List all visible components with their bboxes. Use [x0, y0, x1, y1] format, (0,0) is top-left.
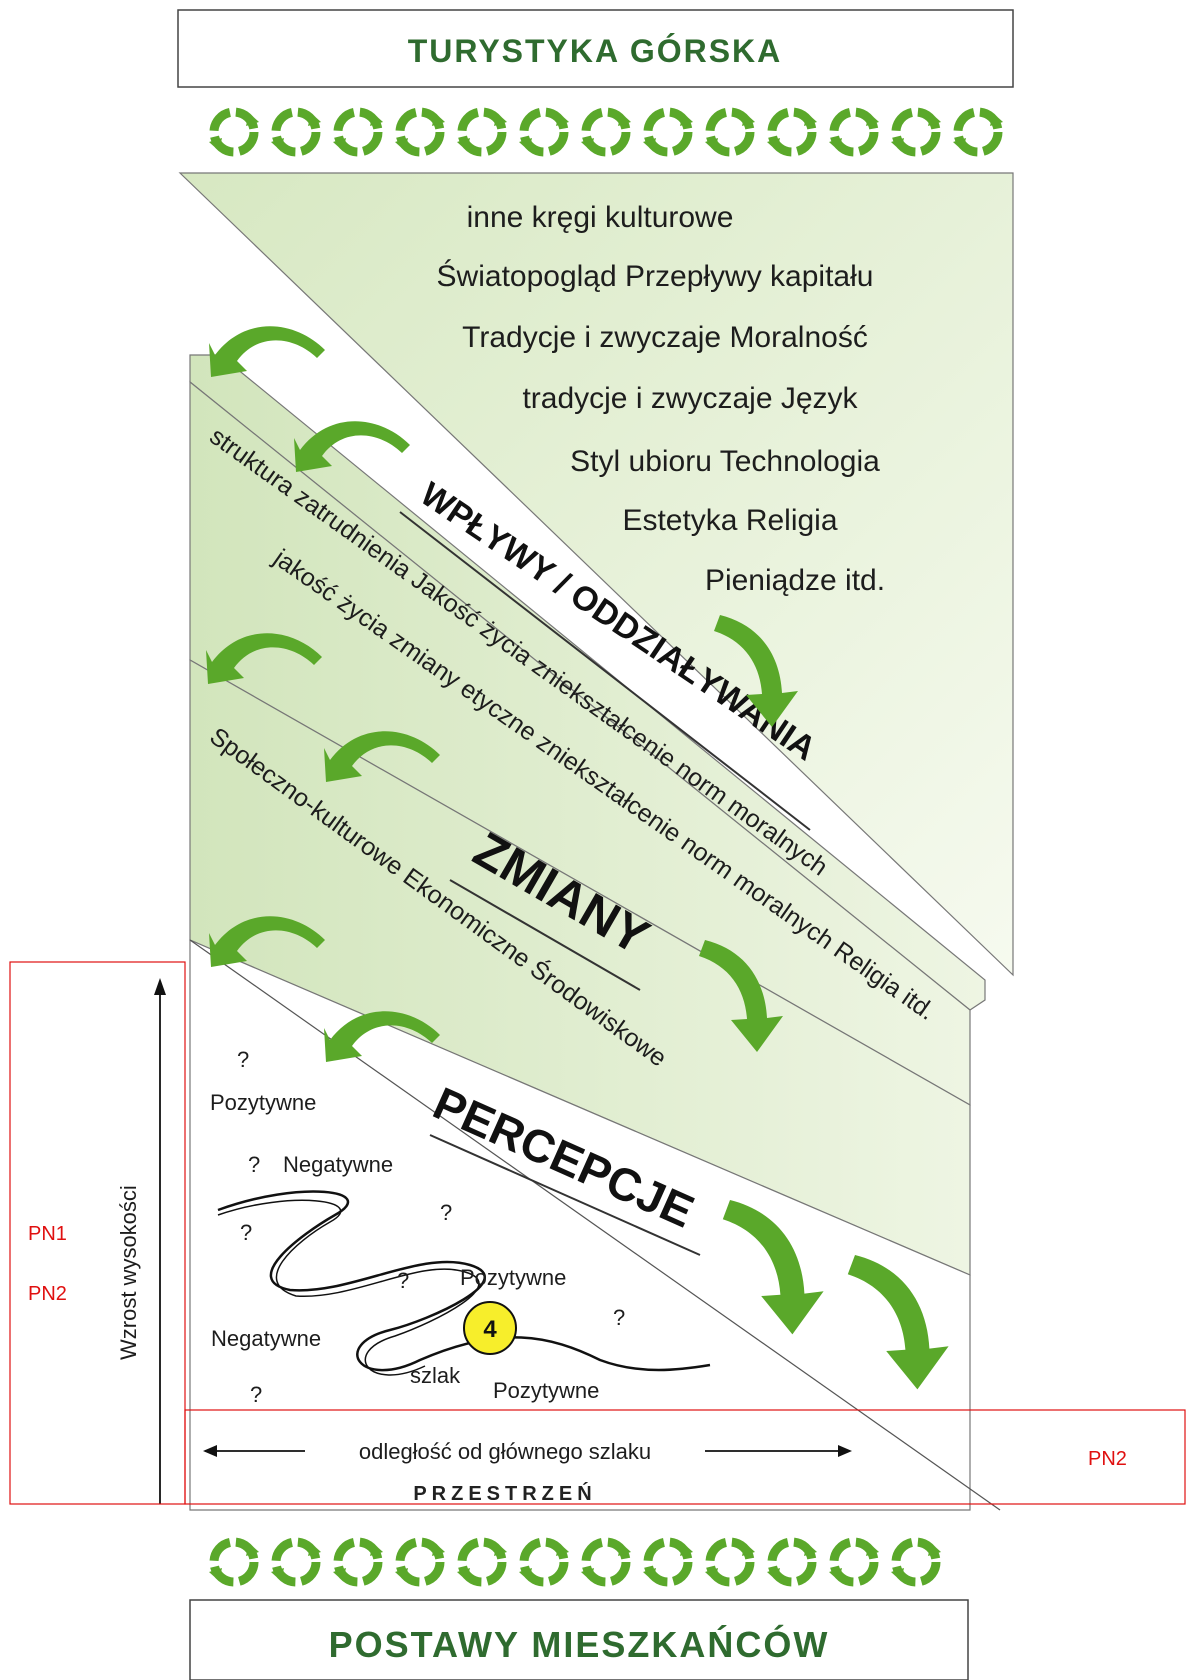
annotation-box-bottom [184, 1409, 1186, 1505]
culture-panel [178, 172, 1014, 977]
question-mark: ? [250, 1382, 262, 1407]
culture-item: Styl ubioru Technologia [570, 445, 880, 478]
question-mark: ? [440, 1200, 452, 1225]
culture-item: Estetyka Religia [622, 504, 837, 537]
recycle-icon [519, 112, 569, 152]
arrow-left-icon [203, 1445, 217, 1457]
bottom-title-box [189, 1599, 969, 1680]
annotation-pn1: PN1 [28, 1223, 67, 1245]
trail-label: szlak [410, 1363, 461, 1388]
culture-item: Tradycje i zwyczaje Moralność [462, 321, 868, 354]
trail-sketch-shadow [217, 1199, 480, 1376]
recycle-icon [271, 1542, 321, 1582]
recycle-icon [953, 112, 1003, 152]
recycle-icon [457, 1542, 507, 1582]
recycle-icon [209, 1542, 259, 1582]
recycle-icon [333, 112, 383, 152]
recycle-row-bottom [209, 1542, 941, 1582]
recycle-icon [519, 1542, 569, 1582]
recycle-icon [767, 112, 817, 152]
question-mark: ? [613, 1305, 625, 1330]
culture-item: tradycje i zwyczaje Język [522, 382, 858, 415]
recycle-icon [891, 112, 941, 152]
top-title: TURYSTYKA GÓRSKA [408, 33, 783, 69]
recycle-row-top [209, 112, 1003, 152]
culture-item: Światopogląd Przepływy kapitału [437, 259, 874, 293]
question-mark: ? [397, 1268, 409, 1293]
annotation-pn2: PN2 [1088, 1448, 1127, 1470]
curved-arrow-icon [209, 326, 325, 377]
annotation-pn2: PN2 [28, 1283, 67, 1305]
arrow-up-icon [154, 978, 166, 995]
perception-area [189, 939, 971, 1511]
perception-label: Pozytywne [493, 1378, 599, 1403]
marker-circle [463, 1301, 517, 1355]
perception-labels: ? Pozytywne ? Negatywne ? ? ? Pozytywne … [210, 1047, 625, 1407]
annotation-box-left [9, 961, 186, 1505]
recycle-icon [271, 112, 321, 152]
perception-label: Pozytywne [460, 1265, 566, 1290]
zmiany-underline [449, 879, 641, 991]
perception-label: Negatywne [211, 1326, 321, 1351]
question-mark: ? [240, 1220, 252, 1245]
recycle-icon [395, 112, 445, 152]
question-mark: ? [237, 1047, 249, 1072]
question-mark: ? [248, 1152, 260, 1177]
recycle-icon [705, 112, 755, 152]
arrow-right-icon [838, 1445, 852, 1457]
vertical-axis-label: Wzrost wysokości [116, 1185, 141, 1360]
recycle-icon [581, 1542, 631, 1582]
recycle-icon [891, 1542, 941, 1582]
recycle-icon [829, 1542, 879, 1582]
culture-item: inne kręgi kulturowe [467, 201, 734, 234]
recycle-icon [457, 112, 507, 152]
recycle-icon [581, 112, 631, 152]
recycle-icon [333, 1542, 383, 1582]
perception-label: Pozytywne [210, 1090, 316, 1115]
culture-list: inne kręgi kulturowe Światopogląd Przepł… [437, 201, 886, 597]
marker-number: 4 [483, 1316, 497, 1343]
bottom-title: POSTAWY MIESZKAŃCÓW [329, 1623, 830, 1665]
recycle-icon [705, 1542, 755, 1582]
recycle-icon [829, 112, 879, 152]
horizontal-axis-label: odległość od głównego szlaku [359, 1439, 651, 1464]
recycle-icon [643, 112, 693, 152]
space-label: PRZESTRZEŃ [413, 1482, 596, 1505]
recycle-icon [395, 1542, 445, 1582]
top-title-box [177, 9, 1014, 88]
recycle-icon [209, 112, 259, 152]
wplywy-underline [399, 511, 811, 831]
recycle-icon [643, 1542, 693, 1582]
culture-item: Pieniądze itd. [705, 564, 885, 597]
percepcje-underline [429, 1134, 701, 1256]
perception-label: Negatywne [283, 1152, 393, 1177]
recycle-icon [767, 1542, 817, 1582]
